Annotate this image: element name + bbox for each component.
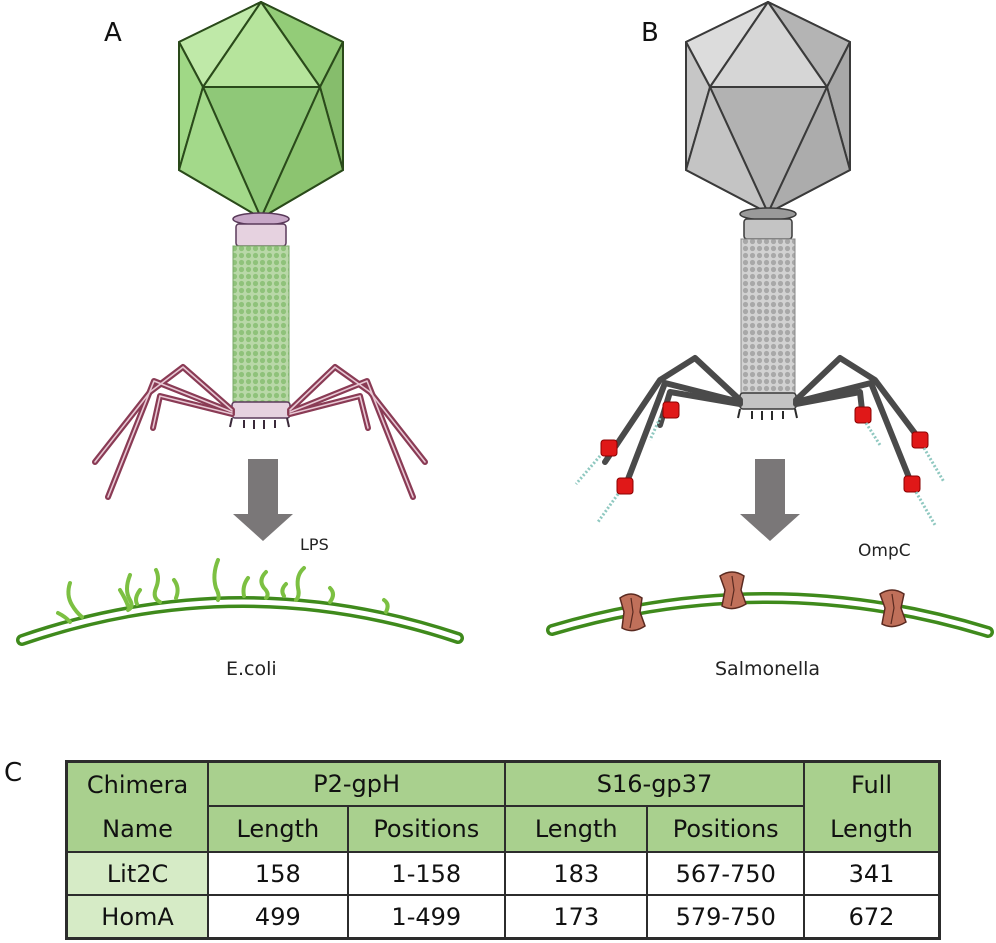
cell-s16-positions: 579-750: [646, 894, 805, 940]
cell-p2-length: 158: [207, 851, 349, 896]
table-row: HomA 499 1-499 173 579-750 672: [65, 894, 941, 940]
cell-s16-length: 173: [504, 894, 649, 940]
header-p2-gph: P2-gpH: [207, 760, 507, 808]
row-name: HomA: [65, 894, 210, 940]
subheader-s16-length: Length: [504, 805, 649, 853]
ompc-pores: [629, 575, 895, 629]
lps-label: LPS: [300, 535, 329, 554]
subheader-s16-positions: Positions: [646, 805, 805, 853]
baseplate-pins-a: [229, 417, 290, 429]
host-label-salmonella: Salmonella: [715, 658, 821, 680]
panel-label-b: B: [641, 18, 659, 48]
cell-full-length: 341: [802, 851, 941, 896]
tail-fibers-b: [602, 355, 923, 490]
phage-illustrations: LPS: [16, 1, 994, 646]
tail-fiber-highlights-a: [94, 366, 426, 498]
salmonella-membrane: [546, 592, 994, 638]
ecoli-membrane: [16, 596, 464, 646]
table-row: Lit2C 158 1-158 183 567-750 341: [65, 851, 941, 896]
fiber-tips: [574, 417, 946, 526]
tail-sheath-a: [232, 245, 290, 407]
host-label-ecoli: E.coli: [226, 658, 277, 680]
lps-chains: [56, 558, 390, 624]
collar-a: [232, 212, 290, 247]
cell-p2-positions: 1-158: [346, 851, 507, 896]
collar-b: [739, 207, 797, 240]
cell-p2-positions: 1-499: [346, 894, 507, 940]
capsid-b: [685, 1, 851, 214]
panel-label-a: A: [104, 18, 122, 48]
baseplate-a: [231, 401, 291, 419]
panel-label-c: C: [4, 758, 23, 788]
arrow-down-icon: [233, 459, 293, 541]
cell-s16-length: 183: [504, 851, 649, 896]
cell-p2-length: 499: [207, 894, 349, 940]
subheader-p2-positions: Positions: [346, 805, 507, 853]
arrow-down-icon: [740, 459, 800, 541]
tail-sheath-b: [740, 238, 796, 398]
ompc-label: OmpC: [858, 541, 911, 561]
receptor-binding-domains: [600, 401, 929, 495]
subheader-p2-length: Length: [207, 805, 349, 853]
row-name: Lit2C: [65, 851, 210, 896]
phage-b: OmpC: [546, 1, 994, 638]
capsid-a: [178, 1, 344, 219]
ompc-proteins: [619, 571, 907, 632]
baseplate-b: [739, 392, 797, 410]
header-s16-gp37: S16-gp37: [504, 760, 805, 808]
cell-s16-positions: 567-750: [646, 851, 805, 896]
cell-full-length: 672: [802, 894, 941, 940]
baseplate-pins-b: [737, 408, 798, 420]
phage-a: LPS: [16, 1, 464, 646]
